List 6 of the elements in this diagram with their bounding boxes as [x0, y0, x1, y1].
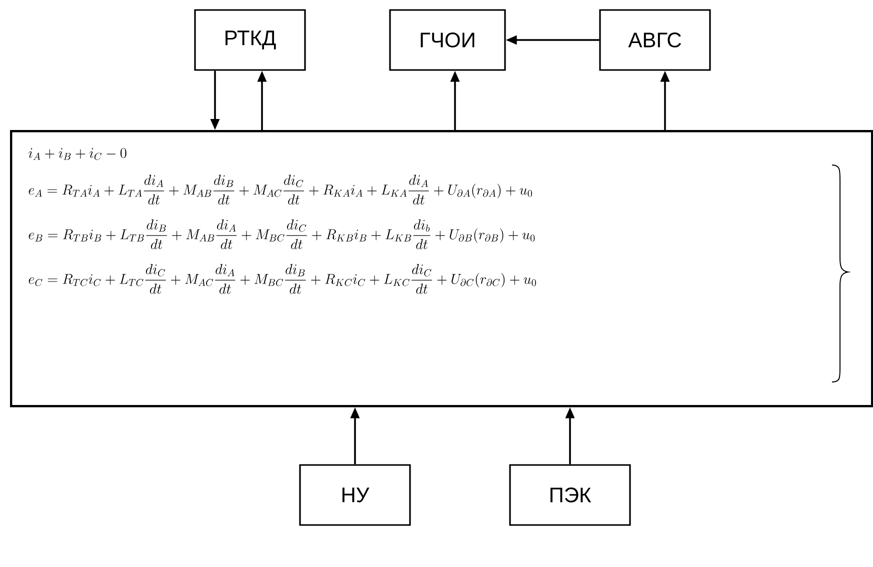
block-box: НУ [299, 464, 411, 526]
block-box: ГЧОИ [389, 9, 506, 71]
block-box: РТКД [194, 9, 306, 71]
block-box: ПЭК [509, 464, 631, 526]
equation-box: $i_A+i_B+i_C-0$ $e_A=R_{TA}i_A+L_{TA}\frac{di_A}{dt}+M_{AB}\frac{di_B}{dt}+M_{AC}\frac{di_C}{dt}+R_{KA}i_A+L_{KA}\frac{di_A}{dt}+U_{\partial A}(r_{\partial A})+u_0$ $e_B=R_{TB}i_B+L_{TB}\frac{di_B}{dt}+M_{AB}\frac{di_A}{dt}+M_{BC}\frac{di_C}{dt}+R_{KB}i_B+L_{KB}\frac{di_b}{dt}+U_{\partial B}(r_{\partial B})+u_0$ $e_C=R_{TC}i_C+L_{TC}\frac{di_C}{dt}+M_{AC}\frac{di_A}{dt}+M_{BC}\frac{di_B}{dt}+R_{KC}i_C+L_{KC}\frac{di_C}{dt}+U_{\partial C}(r_{\partial C})+u_0$ [10, 130, 873, 408]
block-box: АВГС [599, 9, 711, 71]
